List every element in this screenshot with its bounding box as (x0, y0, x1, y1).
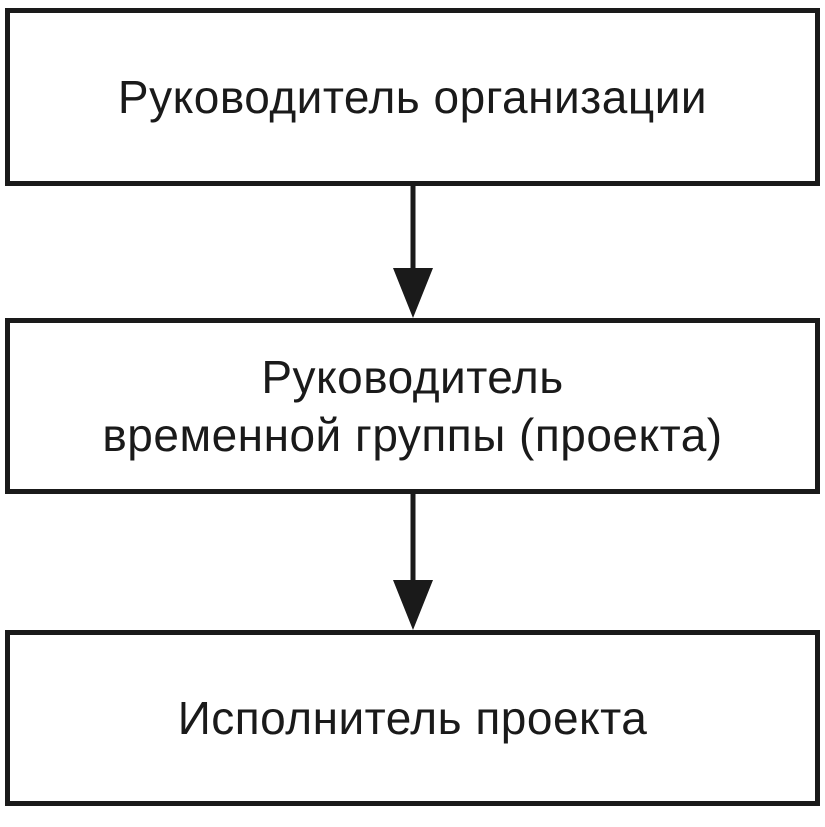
node-label-line-1: Руководитель (261, 351, 564, 403)
arrow-org-to-group (393, 186, 433, 318)
node-project-executor: Исполнитель проекта (5, 630, 820, 806)
node-organization-head: Руководитель организации (5, 8, 820, 186)
node-label-line-2: временной группы (проекта) (102, 409, 723, 461)
node-label: Руководитель организации (117, 71, 708, 123)
node-label: Исполнитель проекта (177, 692, 648, 744)
arrow-head-icon (393, 268, 433, 318)
node-group-head: Руководитель временной группы (проекта) (5, 318, 820, 494)
arrow-group-to-executor (393, 494, 433, 630)
arrow-head-icon (393, 580, 433, 630)
